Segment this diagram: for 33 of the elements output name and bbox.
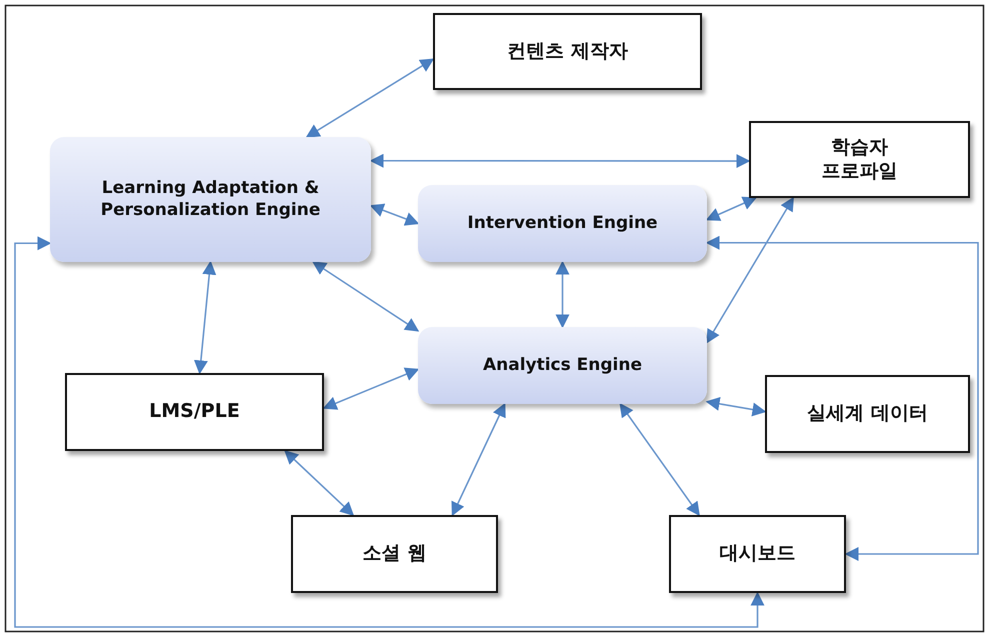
- arrow: [14, 236, 764, 628]
- process-box: [765, 375, 970, 453]
- arrow: [706, 396, 766, 416]
- node-label: 실세계 데이터: [807, 402, 928, 426]
- node-label: 컨텐츠 제작자: [507, 40, 628, 64]
- arrow: [322, 368, 420, 410]
- arrow: [706, 196, 757, 221]
- arrow: [620, 402, 700, 516]
- arrow: [306, 58, 434, 138]
- node-label: Analytics Engine: [482, 354, 642, 376]
- node-label: 소셜 웹: [362, 542, 426, 566]
- arrow: [370, 204, 420, 226]
- node-label: LMS/PLE: [149, 400, 240, 424]
- process-box: [749, 121, 970, 198]
- arrow: [370, 154, 750, 168]
- node-label: 학습자 프로파일: [820, 136, 898, 184]
- engine-box: [418, 185, 707, 262]
- node-label: Learning Adaptation & Personalization Engine: [100, 178, 322, 221]
- node-label: Intervention Engine: [467, 212, 658, 234]
- process-box: [291, 515, 498, 593]
- arrow: [312, 261, 420, 332]
- arrow: [706, 196, 794, 344]
- engine-box: [50, 137, 371, 262]
- process-box: [433, 13, 702, 90]
- arrow: [706, 236, 979, 561]
- process-box: [65, 373, 324, 451]
- process-box: [669, 515, 846, 593]
- arrow: [284, 450, 354, 516]
- node-label: 대시보드: [720, 542, 796, 566]
- arrow: [556, 260, 570, 328]
- arrow: [194, 260, 216, 374]
- engine-box: [418, 327, 707, 404]
- arrow: [452, 402, 506, 516]
